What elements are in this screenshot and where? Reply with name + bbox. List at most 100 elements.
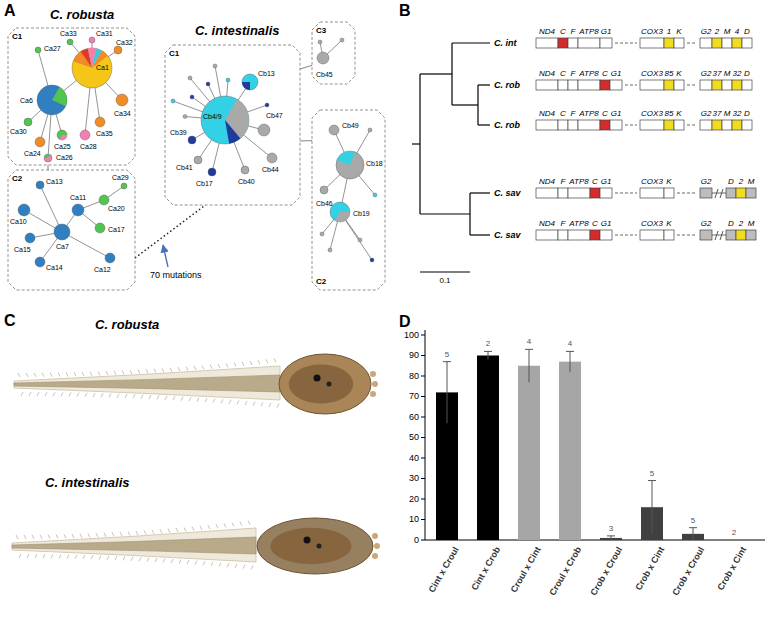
haplotype-circle	[317, 52, 329, 64]
network-link	[300, 65, 312, 69]
haplotype-circle	[320, 186, 328, 194]
larva-hair	[152, 530, 154, 534]
gene-label: K	[676, 109, 681, 118]
haplotype-circle	[105, 253, 115, 263]
larva-hair	[155, 558, 157, 562]
haplotype-label: Ca17	[108, 226, 125, 234]
gene-box	[732, 120, 742, 130]
sample-size: 3	[609, 524, 613, 533]
bar	[518, 366, 540, 540]
larva-hair	[27, 554, 29, 558]
haplotype-circle	[36, 181, 44, 189]
larva-hair	[101, 393, 103, 397]
gene-label: G1	[601, 177, 612, 186]
haplotype-circle	[320, 232, 324, 236]
haplotype-circle	[80, 130, 90, 140]
larva-hair	[93, 393, 95, 397]
axis-tick	[421, 458, 425, 459]
cluster-outline	[165, 45, 300, 205]
larva-hair	[85, 393, 87, 397]
sample-size: 5	[650, 469, 654, 478]
axis-tick	[421, 376, 425, 377]
gene-box	[736, 188, 746, 198]
haplotype-circle	[206, 82, 210, 86]
larva-hair	[21, 392, 23, 396]
larva-hair	[144, 530, 146, 534]
gene-label: G2	[701, 177, 712, 186]
cross-label: Crob x Cint	[715, 545, 748, 592]
gene-box	[712, 120, 722, 130]
axis-tick	[421, 519, 425, 520]
error-cap	[566, 351, 574, 352]
gene-label: C	[560, 27, 566, 36]
larva-hair	[112, 532, 114, 536]
gene-gap	[625, 125, 637, 126]
larva-hair	[67, 555, 69, 559]
haplotype-label: Cb40	[238, 178, 255, 186]
larva-hair	[136, 531, 138, 535]
gene-box	[558, 188, 568, 198]
haplotype-circle	[171, 99, 175, 103]
larva-hair	[53, 392, 55, 396]
gene-label: M	[724, 109, 731, 118]
tree-branch	[469, 193, 470, 235]
larva-hair	[165, 396, 167, 400]
haplotype-label: Cb44	[262, 166, 279, 174]
haplotype-circle	[241, 166, 249, 174]
larva-papilla	[372, 533, 378, 539]
pie-slice	[44, 154, 50, 158]
larva-hair	[32, 535, 34, 539]
cluster-outline-shape	[165, 45, 300, 205]
axis-tick-label: 0	[414, 535, 419, 545]
cluster-box: C1	[8, 28, 135, 165]
larva-hair	[107, 556, 109, 560]
larva-papilla	[370, 371, 376, 377]
haplotype-circle	[330, 202, 350, 222]
gene-label: G2	[701, 219, 712, 228]
larva-hair	[277, 404, 279, 408]
cluster-outline	[8, 28, 135, 165]
haplotype-label: Cb4/9	[203, 113, 222, 121]
species-title: C. intestinalis	[45, 476, 130, 491]
gene-gap	[615, 43, 637, 44]
gene-label: ND4	[539, 177, 555, 186]
bar	[477, 356, 499, 541]
larva-hair	[56, 534, 58, 538]
gene-label: 2	[739, 219, 743, 228]
error-cap	[607, 535, 615, 536]
error-bar	[693, 528, 694, 540]
axis-tick	[421, 478, 425, 479]
larva-hair	[35, 554, 37, 558]
haplotype-label: Ca29	[112, 174, 129, 182]
cluster-label: C3	[316, 26, 326, 35]
larva-head	[279, 354, 371, 414]
haplotype-circle	[35, 137, 45, 147]
larva-hair	[125, 394, 127, 398]
larva-papilla	[374, 543, 380, 549]
larva-hair	[83, 555, 85, 559]
gene-box	[674, 120, 684, 130]
axis-tick-label: 80	[409, 371, 419, 381]
haplotype-label: Ca14	[46, 264, 63, 272]
error-bar	[488, 351, 489, 359]
gene-label: ND4	[539, 27, 555, 36]
error-bar	[611, 536, 612, 540]
larva-hair	[154, 369, 156, 373]
gene-box	[746, 230, 756, 240]
tree-branch	[420, 213, 470, 214]
gene-label: G2	[701, 69, 712, 78]
haplotype-circle	[370, 258, 374, 262]
haplotype-circle	[24, 118, 32, 126]
haplotype-label: Ca26	[56, 154, 73, 162]
haplotype-circle	[242, 74, 258, 90]
larva-hair	[248, 521, 250, 525]
haplotype-label: Cb18	[366, 160, 383, 168]
haplotype-label: Ca10	[10, 218, 27, 226]
taxon-label: C. sav	[494, 230, 521, 240]
gene-box	[536, 120, 558, 130]
gene-gap	[625, 85, 637, 86]
haplotype-circle	[373, 193, 377, 197]
larva-hair	[16, 535, 18, 539]
haplotype-label: Ca25	[54, 143, 71, 151]
